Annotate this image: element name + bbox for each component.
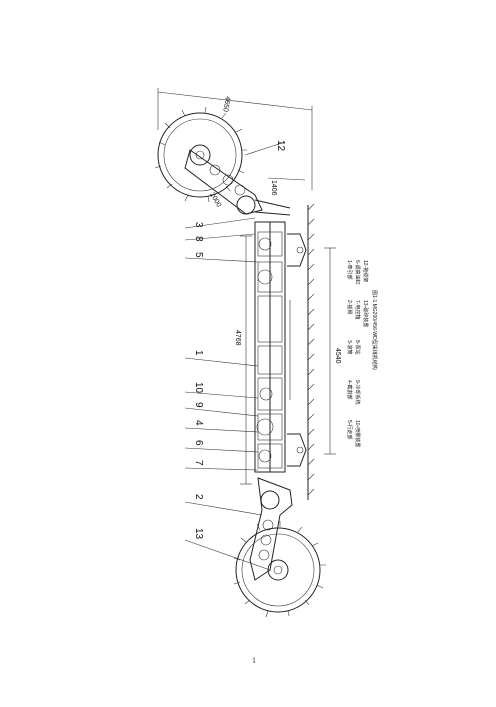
leader-lines [184, 141, 286, 571]
legend-item-1: 1-牵引部 [346, 260, 353, 279]
legend-item-5: 5-行走部 [346, 420, 353, 439]
part-number-10: 10 [193, 382, 204, 394]
legend: 1-牵引部 2-摇臂 3-滚筒 4-截割部 5-行走部 6-调高油缸 7-电控箱… [346, 260, 369, 447]
legend-item-8: 8-泵站 [354, 340, 361, 354]
legend-item-10: 10-喷雾装置 [354, 420, 361, 447]
legend-item-6: 6-调高油缸 [354, 260, 361, 284]
machine-body [254, 221, 291, 473]
legend-item-3: 3-滚筒 [346, 340, 353, 354]
figure-caption: 图1-1 MG200/456-WD型采煤机结构 [371, 290, 378, 370]
track-shoes [287, 203, 315, 500]
dimension-overall-length: 4650 [221, 96, 231, 113]
legend-item-7: 7-电控箱 [354, 300, 361, 319]
dimension-segment-length: 1406 [270, 180, 277, 196]
part-number-4: 4 [193, 420, 204, 426]
part-number-12: 12 [275, 140, 286, 152]
legend-item-12: 12-拖缆架 [362, 260, 369, 282]
top-drum [154, 106, 247, 203]
legend-item-4: 4-截割部 [346, 380, 353, 399]
dimension-track-length: 4540 [334, 348, 341, 364]
part-number-6: 6 [193, 440, 204, 446]
dimension-body-length: 4768 [234, 330, 241, 346]
legend-item-13: 13-破碎装置 [362, 300, 369, 327]
part-number-5: 5 [193, 252, 204, 258]
part-number-9: 9 [193, 402, 204, 408]
legend-item-2: 2-摇臂 [346, 300, 353, 314]
part-number-1: 1 [193, 350, 204, 356]
part-number-8: 8 [193, 236, 204, 242]
part-number-7: 7 [193, 460, 204, 466]
bottom-drum [233, 521, 326, 618]
part-number-13: 13 [193, 528, 204, 540]
part-number-3: 3 [193, 222, 204, 228]
dimension-lines [157, 88, 336, 485]
top-arm [184, 149, 291, 216]
legend-item-9: 9-冷却系统 [354, 380, 361, 404]
part-number-2: 2 [193, 494, 204, 500]
page-number: 1 [252, 656, 256, 665]
